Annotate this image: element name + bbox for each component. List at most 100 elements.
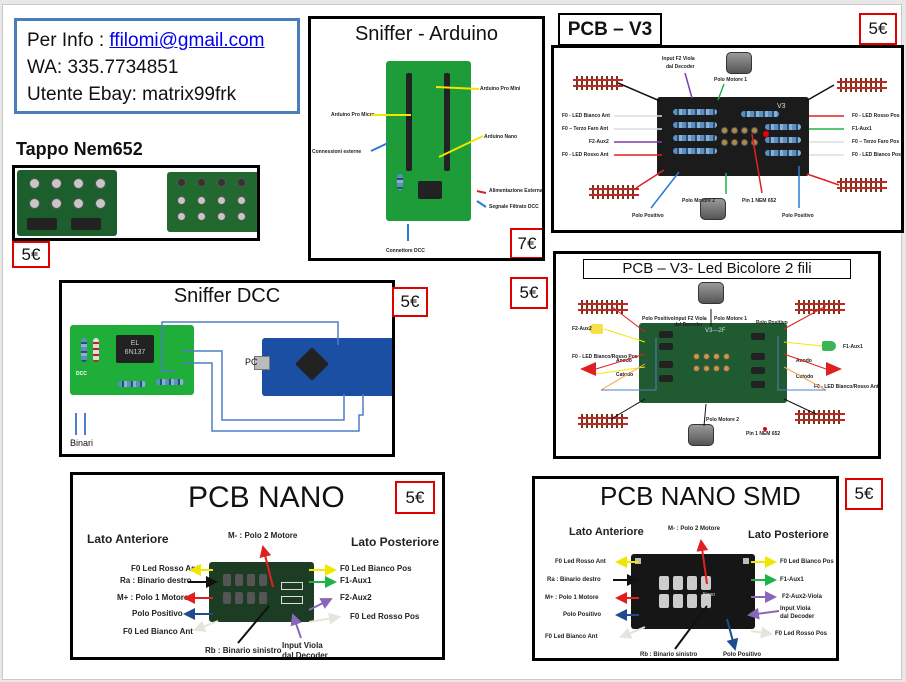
- label-f0-bianco-ant: F0 Led Bianco Ant: [545, 634, 598, 640]
- motor-icon: [726, 52, 752, 74]
- tappo-price: 5€: [12, 241, 50, 268]
- led-yellow-icon: [589, 324, 603, 334]
- label-m-minus: M- : Polo 2 Motore: [228, 531, 298, 540]
- sniffer-dcc-title: Sniffer DCC: [173, 285, 281, 307]
- ebay-text: Utente Ebay: matrix99frk: [27, 84, 237, 105]
- label-f0-bianco-ant: F0 - LED Bianco Ant: [562, 113, 610, 119]
- label-catodo-right: Catodo: [796, 374, 814, 380]
- label-motor2: Polo Motore 2: [706, 417, 740, 423]
- label-rb: Rb : Binario sinistro: [640, 652, 698, 658]
- pcb-nano-title: PCB NANO: [188, 481, 345, 514]
- pcb-v3-bicolore-price: 5€: [510, 277, 548, 309]
- contact-box: Per Info : ffilomi@gmail.com WA: 335.773…: [14, 18, 300, 114]
- label-m-plus: M+ : Polo 1 Motore: [545, 595, 599, 601]
- pcb-v3-price: 5€: [859, 13, 897, 45]
- rail-icon: [578, 414, 628, 428]
- label-f0-rosso-ant: F0 - LED Rosso Ant: [562, 152, 609, 158]
- label-nano: Arduino Nano: [484, 134, 518, 140]
- pcb-nano-smd-title: PCB NANO SMD: [600, 481, 801, 511]
- label-pos-bottom: Polo Positivo: [723, 652, 762, 658]
- email-link[interactable]: ffilomi@gmail.com: [109, 30, 265, 51]
- label-catodo-left: Catodo: [616, 372, 634, 378]
- label-f0-rosso-ant: F0 Led Rosso Ant: [555, 559, 606, 565]
- label-input-viola-2: dal Decoder: [780, 614, 815, 620]
- sniffer-dcc-price: 5€: [392, 287, 428, 317]
- pcb-nano-smd-board-label: Nano: [703, 592, 715, 598]
- label-f0-rosso-ant: F0 Led Rosso Ant: [131, 564, 199, 573]
- binari-label: Binari: [70, 438, 94, 448]
- label-f2-aux2: F2-Aux2: [589, 139, 609, 145]
- pcb-v3-panel: V3 Input F2 Viola dal Decoder Polo Motor…: [551, 45, 904, 233]
- slide: Per Info : ffilomi@gmail.com WA: 335.773…: [2, 4, 904, 680]
- pcb-nano-board: [209, 562, 314, 622]
- label-m-minus: M- : Polo 2 Motore: [668, 526, 720, 532]
- sniffer-dcc-panel: Sniffer DCC EL 6N137 DCC PC Binari: [59, 280, 395, 457]
- pcb-nano-panel: PCB NANO 5€ Lato Anteriore Lato Posterio…: [70, 472, 445, 660]
- label-anodo-left: Anodo: [616, 358, 632, 364]
- label-pos: Polo Positivo: [563, 612, 602, 618]
- whatsapp-text: WA: 335.7734851: [27, 57, 179, 78]
- label-rear: Lato Posteriore: [748, 529, 829, 541]
- label-signal: Segnale Filtrato DCC: [489, 204, 539, 210]
- label-m-plus: M+ : Polo 1 Motore: [117, 593, 189, 602]
- label-input-viola: Input Viola: [780, 606, 811, 612]
- label-f1-aux1: F1-Aux1: [780, 577, 804, 583]
- optocoupler-chip: EL 6N137: [116, 335, 154, 363]
- tappo-panel: [12, 165, 260, 241]
- label-input-f2: Input F2 Viola: [662, 56, 695, 62]
- rail-icon: [795, 300, 845, 314]
- label-f0-bianco-ant: F0 Led Bianco Ant: [123, 627, 193, 636]
- label-pro-micro: Arduino Pro Micro: [331, 112, 375, 118]
- label-pos-right: Polo Positivo: [782, 213, 814, 219]
- label-dcc-conn: Connettore DCC: [386, 248, 425, 254]
- led-bicolor-left-icon: [580, 362, 596, 376]
- label-f0-rosso-pos: F0 Led Rosso Pos: [775, 631, 828, 637]
- pcb-v3-title-box: PCB – V3: [558, 13, 662, 46]
- label-rear: Lato Posteriore: [351, 535, 440, 549]
- tappo-pcb-back: [167, 172, 257, 232]
- label-pin1: Pin 1 NEM 652: [742, 198, 777, 204]
- label-f0-terzo-ant: F0 – Terzo Faro Ant: [562, 126, 609, 132]
- label-rb: Rb : Binario sinistro: [205, 646, 282, 655]
- pcb-v3-bicolore-title-box: PCB – V3- Led Bicolore 2 fili: [583, 259, 851, 279]
- pc-label: PC: [245, 357, 258, 367]
- rail-icon: [837, 178, 887, 192]
- pcb-nano-smd-board: Nano: [631, 554, 755, 629]
- pcb-v3-bicolore-board: V3—2F: [639, 323, 787, 403]
- label-anodo-right: Anodo: [796, 358, 812, 364]
- label-ra: Ra : Binario destro: [547, 577, 601, 583]
- label-f0-bianco-pos: F0 Led Bianco Pos: [780, 559, 834, 565]
- motor-icon: [698, 282, 724, 304]
- label-input-f2-2: dal Decoder: [674, 322, 703, 328]
- rail-icon: [795, 410, 845, 424]
- tappo-title: Tappo Nem652: [16, 139, 143, 159]
- label-f0-rosso-pos: F0 Led Rosso Pos: [350, 612, 420, 621]
- contact-email-line: Per Info : ffilomi@gmail.com: [27, 27, 287, 54]
- label-front: Lato Anteriore: [569, 526, 644, 538]
- sniffer-dcc-pcb: EL 6N137 DCC: [70, 325, 194, 395]
- label-f0-right: F0 - LED Bianco/Rosso Ant: [814, 384, 879, 390]
- tappo-pcb-front: [17, 170, 117, 236]
- label-pin1: Pin 1 NEM 652: [746, 431, 781, 437]
- label-f0-bianco-pos: F0 - LED Bianco Pos: [852, 152, 901, 158]
- sniffer-arduino-pcb: [386, 61, 471, 221]
- sniffer-arduino-price: 7€: [510, 228, 542, 258]
- label-pos: Polo Positivo: [132, 609, 183, 618]
- rail-icon: [573, 76, 623, 90]
- pcb-v3-board-label: V3: [777, 103, 786, 110]
- led-bicolor-right-icon: [826, 362, 842, 376]
- label-f2-aux2: F2-Aux2: [572, 326, 592, 332]
- label-motor2: Polo Motore 2: [682, 198, 716, 204]
- label-motor1: Polo Motore 1: [714, 316, 748, 322]
- label-f1-aux1: F1-Aux1: [852, 126, 872, 132]
- label-f1-aux1: F1-Aux1: [340, 576, 372, 585]
- pcb-nano-price: 5€: [395, 481, 435, 514]
- pcb-v3-bicolore-title: PCB – V3- Led Bicolore 2 fili: [622, 260, 812, 277]
- label-f0-bianco-pos: F0 Led Bianco Pos: [340, 564, 412, 573]
- label-pro-mini: Arduino Pro Mini: [480, 86, 521, 92]
- label-input-viola: Input Viola: [282, 641, 323, 650]
- label-pos-left: Polo Positivo: [632, 213, 664, 219]
- rail-icon: [578, 300, 628, 314]
- pcb-v3-title: PCB – V3: [567, 18, 653, 40]
- label-f0-terzo-pos: F0 – Terzo Faro Pos: [852, 139, 900, 145]
